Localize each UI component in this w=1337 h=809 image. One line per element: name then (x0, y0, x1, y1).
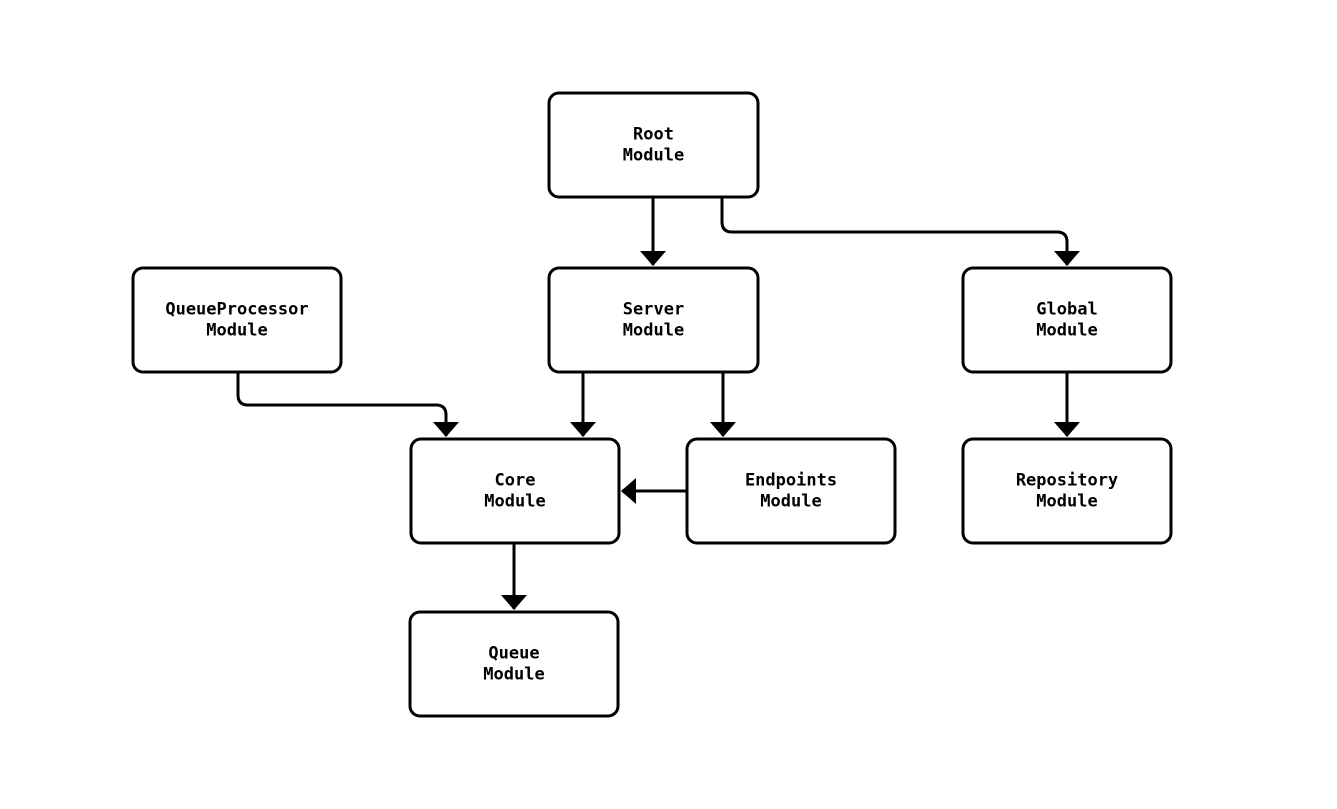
node-box (547, 91, 760, 199)
node-label-line: Core (495, 471, 536, 491)
edge-queueprocessor-to-core (236, 372, 459, 437)
node-box (409, 437, 621, 545)
node-label-line: Module (483, 665, 544, 685)
node-label-line: Root (633, 125, 674, 145)
node-box (961, 266, 1173, 374)
node-box (685, 437, 897, 545)
node-box (131, 266, 343, 374)
node-label-line: Endpoints (745, 471, 837, 491)
node-label-line: QueueProcessor (165, 300, 308, 320)
node-label-line: Global (1036, 300, 1097, 320)
node-box (408, 610, 620, 718)
node-label-line: Server (623, 300, 684, 320)
edge-root-to-global (720, 197, 1080, 266)
node-label-line: Module (1036, 321, 1097, 341)
node-label-line: Module (623, 321, 684, 341)
node-label-line: Module (484, 492, 545, 512)
node-label-line: Repository (1016, 471, 1118, 491)
node-label-line: Module (1036, 492, 1097, 512)
node-label-line: Module (206, 321, 267, 341)
node-label-line: Queue (488, 644, 539, 664)
node-label-line: Module (760, 492, 821, 512)
node-box (547, 266, 760, 374)
node-box (961, 437, 1173, 545)
node-label-line: Module (623, 146, 684, 166)
